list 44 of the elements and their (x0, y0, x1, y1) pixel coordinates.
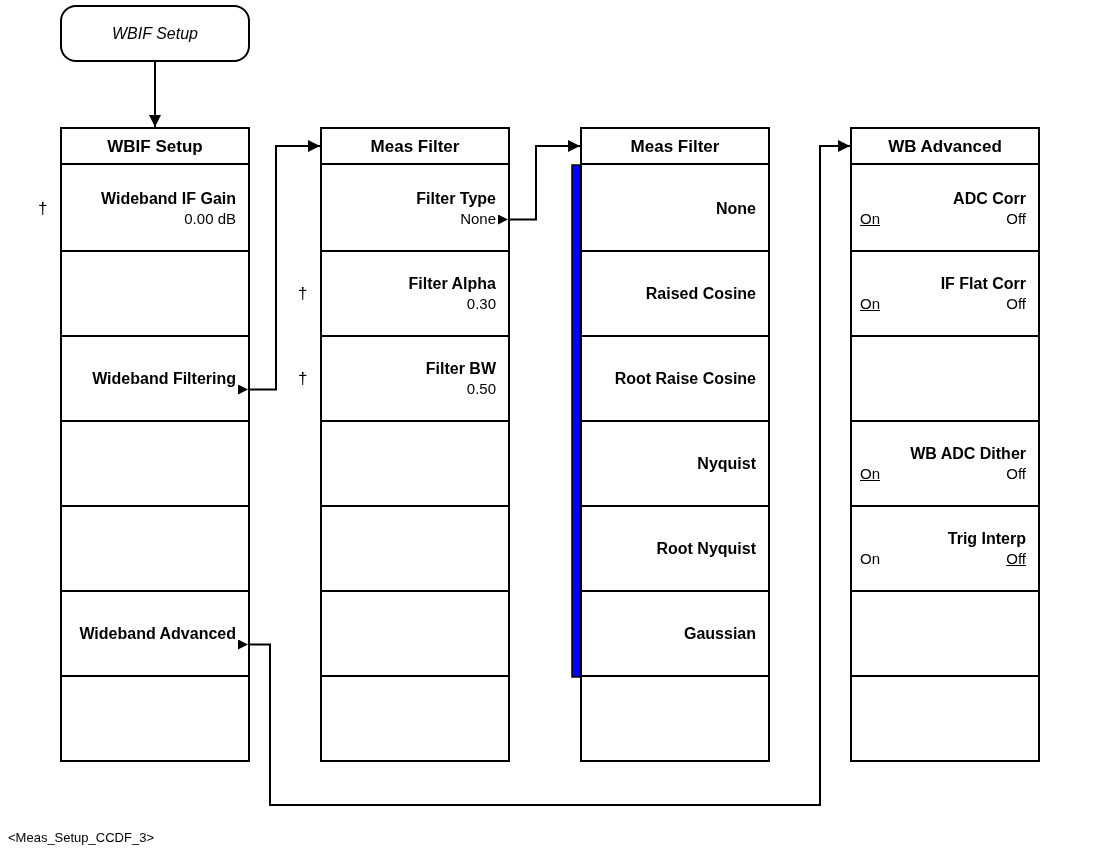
key-label: Wideband Advanced (79, 623, 236, 644)
start-terminal (60, 5, 250, 62)
key-label: Raised Cosine (645, 283, 756, 304)
toggle-option: Off (1006, 549, 1026, 568)
key-label: Trig Interp (947, 529, 1026, 549)
terminal-label: WBIF Setup (112, 24, 198, 43)
toggle-option: On (860, 209, 880, 228)
arrow (238, 140, 851, 806)
key-label: None (716, 198, 756, 219)
key-label: Gaussian (683, 623, 756, 644)
key-label: WB ADC Dither (910, 444, 1026, 464)
key-label: Root Nyquist (656, 538, 756, 559)
key-label: Root Raise Cosine (614, 368, 756, 389)
toggle-option: On (860, 294, 880, 313)
key-value: 0.50 (466, 379, 496, 398)
key-label: Wideband IF Gain (101, 189, 236, 209)
toggle-option: Off (1006, 464, 1026, 483)
menu-panel (580, 127, 770, 762)
figure-tag: <Meas_Setup_CCDF_3> (8, 830, 154, 845)
arrow (149, 61, 161, 128)
key-label: Filter Type (416, 189, 496, 209)
toggle-option: On (860, 549, 880, 568)
key-label: IF Flat Corr (940, 274, 1026, 294)
menu-panel (850, 127, 1040, 762)
key-value: None (460, 209, 496, 228)
arrow (498, 140, 581, 225)
dagger-note: † (298, 368, 308, 389)
toggle-option: Off (1006, 209, 1026, 228)
key-value: 0.00 dB (184, 209, 236, 228)
arrow (238, 140, 321, 395)
dagger-note: † (298, 283, 308, 304)
key-label: Wideband Filtering (92, 368, 236, 389)
menu-title: Meas Filter (322, 129, 508, 165)
toggle-option: Off (1006, 294, 1026, 313)
menu-title: Meas Filter (582, 129, 768, 165)
toggle-option: On (860, 464, 880, 483)
menu-title: WB Advanced (852, 129, 1038, 165)
key-label: ADC Corr (953, 189, 1026, 209)
key-label: Filter BW (425, 359, 496, 379)
key-value: 0.30 (466, 294, 496, 313)
dagger-note: † (38, 198, 48, 219)
key-label: Filter Alpha (408, 274, 496, 294)
menu-title: WBIF Setup (62, 129, 248, 165)
key-label: Nyquist (697, 453, 756, 474)
